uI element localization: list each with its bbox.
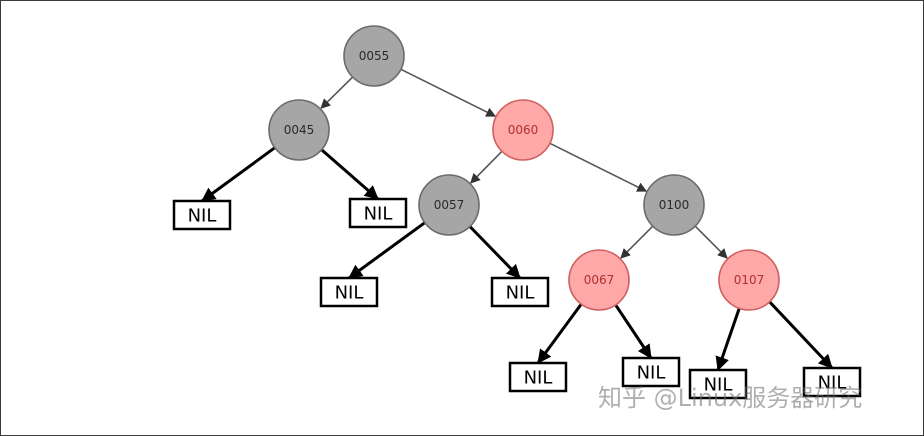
tree-node-0045: 0045 (268, 99, 330, 161)
edge-n0067-nil6 (614, 304, 653, 359)
nil-label: NIL (506, 283, 535, 304)
red-node-circle (718, 249, 780, 311)
black-node-circle (268, 99, 330, 161)
edge-n0100-n0107 (694, 225, 728, 259)
edge-n0060-n0100 (549, 142, 648, 192)
node-label: 0067 (584, 273, 615, 287)
nil-leaves-layer: NIL NIL NIL NIL NIL NIL NIL NIL (172, 197, 862, 400)
node-label: 0100 (659, 198, 690, 212)
nodes-layer: 0055 0045 0060 0057 0100 0067 0107 (268, 25, 780, 311)
black-node-circle (418, 174, 480, 236)
nil-leaf: NIL (621, 356, 681, 388)
nil-leaf: NIL (688, 368, 748, 400)
nil-label: NIL (818, 373, 847, 394)
red-node-circle (568, 249, 630, 311)
nil-box (802, 366, 862, 398)
tree-node-0107: 0107 (718, 249, 780, 311)
tree-node-0057: 0057 (418, 174, 480, 236)
tree-node-0060: 0060 (492, 99, 554, 161)
edge-n0055-n0060 (400, 68, 497, 117)
edge-n0107-nil7 (715, 307, 741, 371)
node-label: 0055 (359, 49, 390, 63)
nil-box (621, 356, 681, 388)
tree-node-0100: 0100 (643, 174, 705, 236)
nil-leaf: NIL (490, 276, 550, 308)
edge-n0067-nil5 (536, 303, 583, 364)
edge-n0057-nil4 (468, 225, 522, 280)
nil-leaf: NIL (348, 197, 408, 229)
nil-leaf: NIL (802, 366, 862, 398)
tree-node-0067: 0067 (568, 249, 630, 311)
node-label: 0045 (284, 123, 315, 137)
nil-box (319, 276, 379, 308)
edge-n0107-nil8 (768, 300, 834, 370)
nil-label: NIL (335, 283, 364, 304)
nil-box (688, 368, 748, 400)
nil-leaf: NIL (172, 199, 232, 231)
nil-box (348, 197, 408, 229)
black-node-circle (343, 25, 405, 87)
tree-node-0055: 0055 (343, 25, 405, 87)
edge-n0060-n0057 (470, 150, 503, 184)
nil-label: NIL (364, 204, 393, 225)
nil-label: NIL (637, 363, 666, 384)
edge-n0045-nil1 (201, 146, 276, 203)
edge-n0057-nil3 (348, 221, 426, 280)
nil-label: NIL (188, 206, 217, 227)
edge-n0100-n0067 (620, 225, 654, 259)
nil-leaf: NIL (508, 361, 568, 393)
nil-label: NIL (704, 375, 733, 396)
edges-layer (201, 68, 834, 371)
nil-box (490, 276, 550, 308)
nil-label: NIL (524, 368, 553, 389)
node-label: 0107 (734, 273, 765, 287)
black-node-circle (643, 174, 705, 236)
red-node-circle (492, 99, 554, 161)
node-label: 0057 (434, 198, 465, 212)
nil-box (172, 199, 232, 231)
node-label: 0060 (508, 123, 539, 137)
nil-leaf: NIL (319, 276, 379, 308)
edge-n0045-nil2 (320, 148, 379, 201)
edge-n0055-n0045 (320, 76, 354, 109)
nil-box (508, 361, 568, 393)
